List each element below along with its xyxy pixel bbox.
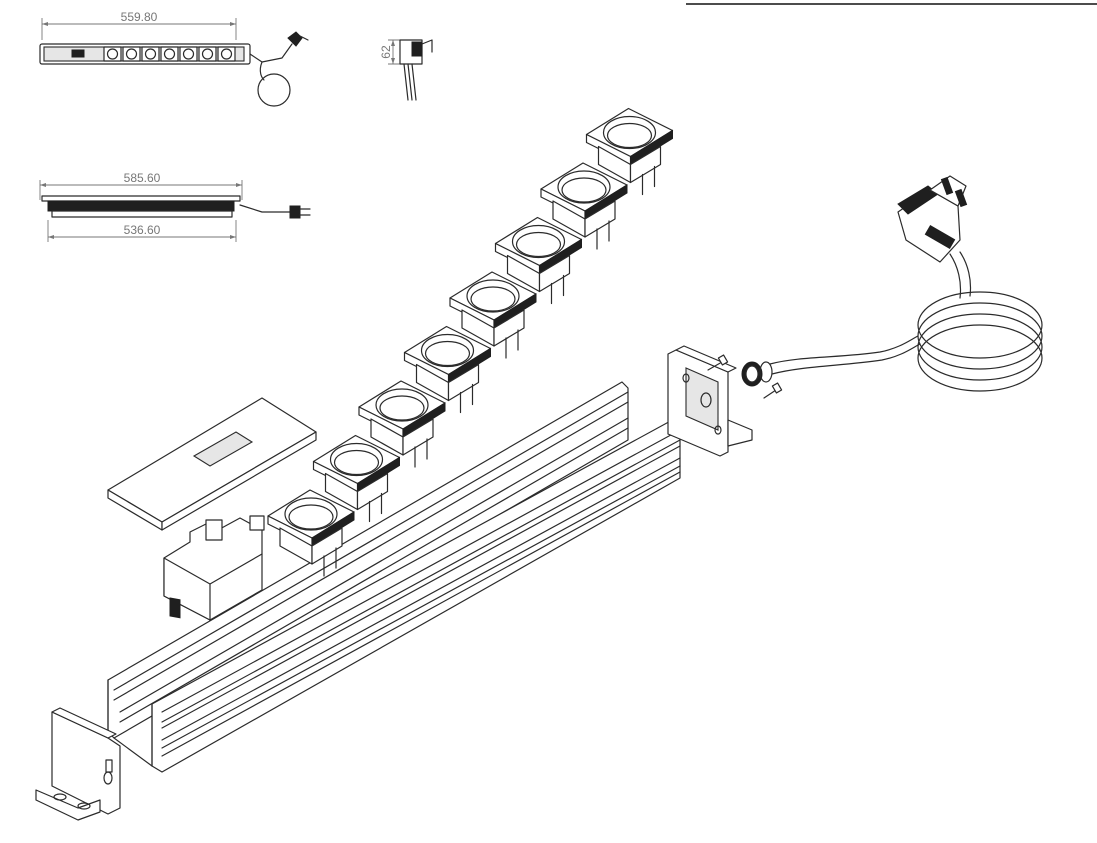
top-view-socket-6	[198, 46, 217, 62]
socket-module-5	[449, 271, 537, 359]
top-view-strip: 559.80	[39, 10, 309, 107]
socket-module-1	[267, 489, 355, 577]
dimension-height: 62	[379, 45, 393, 59]
socket-module-8	[585, 107, 674, 196]
screws-and-grommet	[707, 354, 783, 399]
power-cord-with-plug	[769, 175, 1043, 392]
socket-module-6	[494, 216, 583, 305]
socket-module-2	[312, 434, 401, 523]
socket-module-4	[403, 325, 492, 414]
top-view-socket-5	[179, 46, 198, 62]
socket-modules	[267, 107, 674, 577]
top-view-socket-1	[103, 46, 122, 62]
switch-module	[163, 515, 265, 621]
dimension-top-length: 559.80	[121, 10, 158, 24]
dimension-inner-length: 536.60	[124, 223, 161, 237]
left-end-cap	[35, 707, 121, 821]
aluminium-profile	[107, 381, 681, 773]
cover-plate	[107, 397, 317, 531]
top-view-socket-7	[217, 46, 236, 62]
socket-module-7	[540, 162, 628, 250]
top-view-socket-2	[122, 46, 141, 62]
right-end-cap	[667, 345, 753, 457]
front-view-strip: 585.60 536.60	[39, 171, 311, 242]
dimension-overall-length: 585.60	[124, 171, 161, 185]
side-view-strip: 62	[379, 39, 433, 101]
top-view-socket-3	[141, 46, 160, 62]
top-view-socket-4	[160, 46, 179, 62]
socket-module-3	[358, 380, 446, 468]
